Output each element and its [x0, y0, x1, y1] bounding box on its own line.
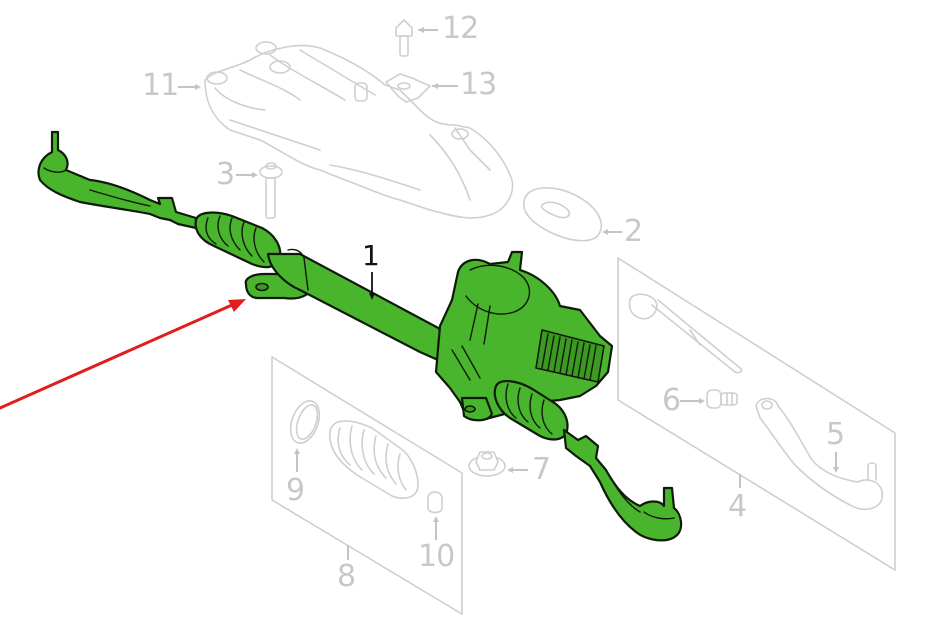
boot-kit-box-part-8[interactable] [271, 356, 463, 615]
steering-gear-assembly-part-1[interactable] [37, 130, 683, 542]
callout-label-9[interactable]: 9 [286, 473, 305, 508]
ecu-heatsink [535, 329, 605, 383]
flange-nut-part-7[interactable] [468, 451, 528, 477]
callout-label-2[interactable]: 2 [624, 214, 643, 249]
grommet-part-2[interactable] [523, 187, 622, 242]
callout-label-7[interactable]: 7 [532, 452, 551, 487]
callout-11-leader [178, 84, 201, 90]
clamp-ring-part-9[interactable] [285, 397, 324, 472]
clip-nut-part-13[interactable] [385, 73, 458, 103]
inner-tie-rod [628, 293, 743, 374]
callout-1-leader [369, 272, 375, 300]
callout-label-11[interactable]: 11 [142, 68, 179, 103]
mounting-bolt-part-3[interactable] [236, 162, 283, 219]
clip-part-10[interactable] [427, 491, 443, 540]
heat-shield-part-11[interactable] [204, 41, 514, 219]
tie-rod-kit-box-part-4[interactable] [617, 257, 896, 571]
fitting-part-6[interactable] [680, 389, 738, 409]
callout-label-10[interactable]: 10 [418, 539, 455, 574]
callout-label-8[interactable]: 8 [337, 559, 356, 594]
bolt-part-12[interactable] [395, 19, 438, 57]
callout-label-4[interactable]: 4 [728, 489, 747, 524]
red-pointer-arrow [0, 299, 246, 410]
callout-label-13[interactable]: 13 [460, 67, 497, 102]
callout-label-5[interactable]: 5 [826, 417, 845, 452]
steering-boot [329, 420, 419, 500]
callout-label-6[interactable]: 6 [662, 383, 681, 418]
callout-label-3[interactable]: 3 [216, 157, 235, 192]
callout-label-12[interactable]: 12 [442, 11, 479, 46]
callout-label-1[interactable]: 1 [362, 239, 380, 272]
outer-tie-rod-end-part-5[interactable] [755, 397, 884, 511]
